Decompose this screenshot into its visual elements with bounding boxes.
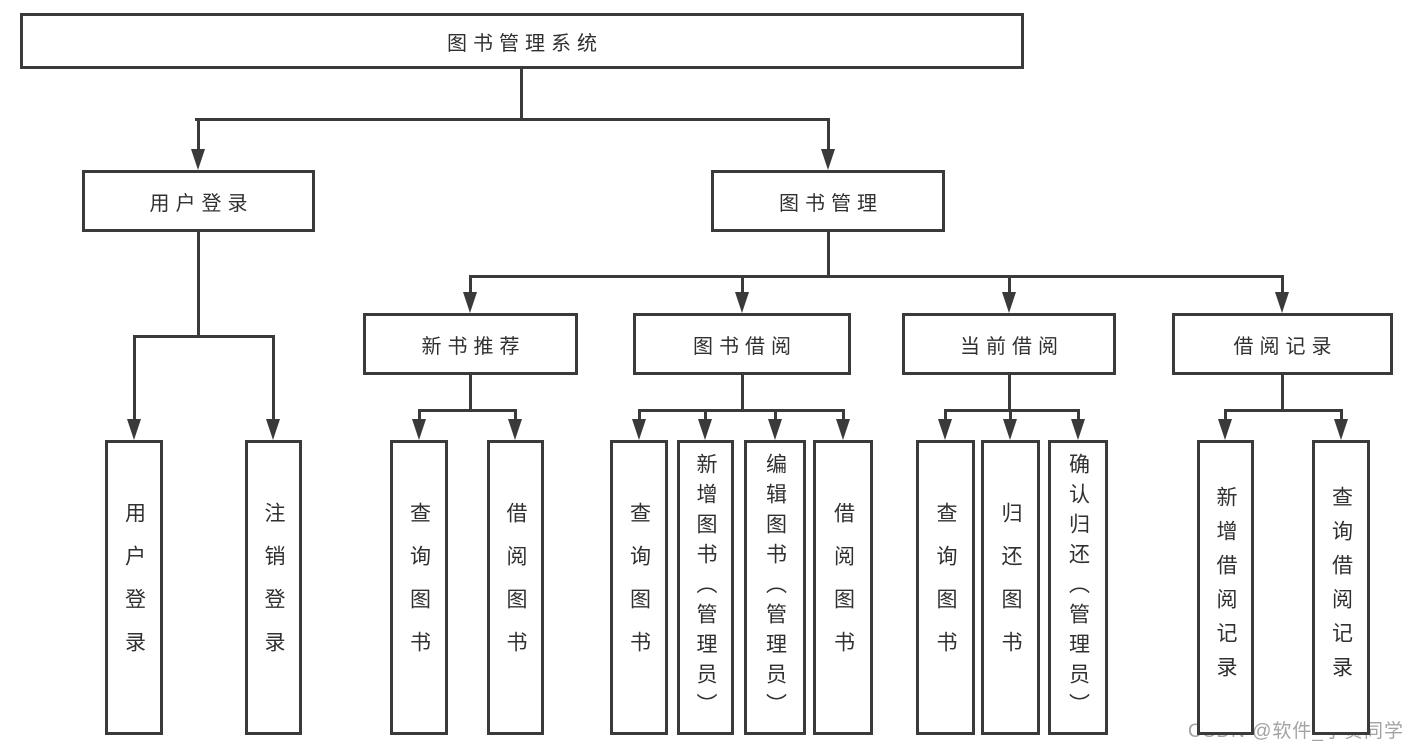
node-label-leaf-borrow-books-2: 借阅图书 (831, 501, 855, 674)
node-leaf-query-borrow-record: 查询借阅记录 (1312, 440, 1370, 735)
arrowhead-icon-8 (412, 419, 426, 440)
connector-hline-4 (638, 409, 845, 412)
node-label-leaf-query-borrow-record: 查询借阅记录 (1329, 485, 1353, 690)
arrowhead-icon-1 (821, 149, 835, 170)
arrowhead-icon-0 (191, 149, 205, 170)
connector-vline-2 (827, 232, 830, 278)
node-label-group-new-book-recommend: 新书推荐 (421, 335, 526, 358)
node-label-leaf-logout: 注销登录 (262, 501, 285, 674)
node-label-group-book-borrowing: 图书借阅 (693, 335, 797, 358)
arrowhead-icon-3 (735, 292, 749, 313)
node-leaf-user-login: 用户登录 (105, 440, 163, 735)
connector-hline-1 (133, 335, 275, 338)
node-label-leaf-edit-books-admin: 编辑图书（管理员） (763, 452, 787, 723)
node-group-book-borrowing: 图书借阅 (633, 313, 851, 375)
arrowhead-icon-13 (836, 419, 850, 440)
node-leaf-confirm-return-admin: 确认归还（管理员） (1048, 440, 1108, 735)
arrowhead-icon-14 (938, 419, 952, 440)
node-branch-user-login: 用户登录 (82, 170, 315, 232)
arrow-stub-5 (1281, 276, 1284, 303)
node-root-system: 图书管理系统 (20, 13, 1024, 69)
node-label-leaf-borrow-books-1: 借阅图书 (504, 501, 527, 674)
arrow-stub-1 (827, 119, 830, 160)
arrow-stub-4 (1008, 276, 1011, 303)
connector-vline-3 (469, 375, 472, 412)
node-leaf-add-borrow-record: 新增借阅记录 (1197, 440, 1254, 735)
connector-hline-6 (1224, 409, 1343, 412)
node-label-branch-book-management: 图书管理 (779, 192, 883, 215)
node-group-current-borrowing: 当前借阅 (902, 313, 1116, 375)
node-group-new-book-recommend: 新书推荐 (363, 313, 578, 375)
connector-hline-0 (195, 118, 830, 121)
connector-vline-6 (1281, 375, 1284, 412)
arrow-stub-7 (272, 336, 275, 430)
arrowhead-icon-9 (508, 419, 522, 440)
node-label-branch-user-login: 用户登录 (149, 192, 254, 215)
node-leaf-return-books: 归还图书 (981, 440, 1040, 735)
arrowhead-icon-17 (1218, 419, 1232, 440)
arrowhead-icon-18 (1334, 419, 1348, 440)
arrowhead-icon-4 (1002, 292, 1016, 313)
arrowhead-icon-5 (1275, 292, 1289, 313)
node-branch-book-management: 图书管理 (711, 170, 945, 232)
arrowhead-icon-6 (127, 419, 141, 440)
arrowhead-icon-15 (1003, 419, 1017, 440)
node-leaf-add-books-admin: 新增图书（管理员） (677, 440, 734, 735)
node-leaf-query-books-3: 查询图书 (916, 440, 975, 735)
arrowhead-icon-7 (266, 419, 280, 440)
node-label-leaf-user-login: 用户登录 (122, 501, 146, 674)
connector-vline-4 (741, 375, 744, 412)
node-label-leaf-return-books: 归还图书 (999, 501, 1022, 674)
arrow-stub-6 (133, 336, 136, 430)
arrowhead-icon-12 (768, 419, 782, 440)
connector-hline-5 (944, 409, 1080, 412)
connector-vline-1 (197, 232, 200, 338)
node-leaf-query-books-1: 查询图书 (390, 440, 448, 735)
arrow-stub-0 (197, 119, 200, 160)
node-label-group-borrowing-records: 借阅记录 (1233, 335, 1338, 358)
arrow-stub-3 (741, 276, 744, 303)
node-label-root-system: 图书管理系统 (447, 32, 603, 55)
connector-hline-3 (418, 409, 517, 412)
node-group-borrowing-records: 借阅记录 (1172, 313, 1393, 375)
node-leaf-edit-books-admin: 编辑图书（管理员） (744, 440, 806, 735)
node-label-leaf-add-borrow-record: 新增借阅记录 (1214, 485, 1237, 690)
node-leaf-query-books-2: 查询图书 (610, 440, 668, 735)
arrow-stub-2 (469, 276, 472, 303)
arrowhead-icon-10 (632, 419, 646, 440)
node-leaf-borrow-books-2: 借阅图书 (813, 440, 873, 735)
node-label-leaf-add-books-admin: 新增图书（管理员） (694, 452, 717, 723)
node-label-leaf-query-books-2: 查询图书 (627, 501, 651, 674)
arrowhead-icon-2 (463, 292, 477, 313)
arrowhead-icon-11 (698, 419, 712, 440)
connector-hline-2 (469, 275, 1284, 278)
connector-vline-0 (520, 69, 523, 121)
node-label-leaf-query-books-3: 查询图书 (934, 501, 957, 674)
node-label-group-current-borrowing: 当前借阅 (960, 335, 1064, 358)
node-label-leaf-confirm-return-admin: 确认归还（管理员） (1066, 452, 1090, 723)
node-label-leaf-query-books-1: 查询图书 (407, 501, 431, 674)
connector-vline-5 (1008, 375, 1011, 412)
node-leaf-borrow-books-1: 借阅图书 (487, 440, 544, 735)
arrowhead-icon-16 (1071, 419, 1085, 440)
node-leaf-logout: 注销登录 (245, 440, 302, 735)
